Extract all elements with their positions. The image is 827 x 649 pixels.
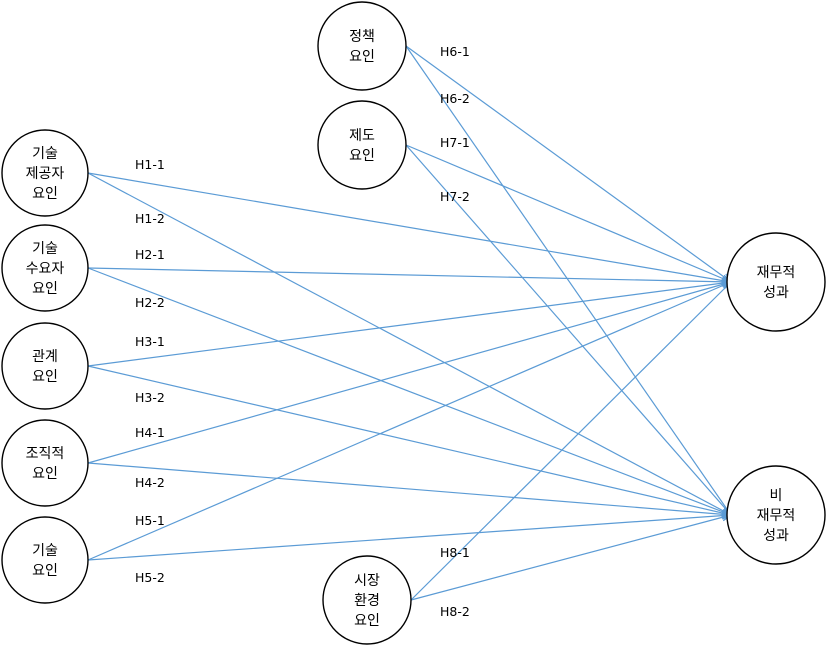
node-circle bbox=[1, 516, 89, 604]
edge-label-h4-1: H4-1 bbox=[135, 425, 165, 440]
node-circle bbox=[726, 465, 826, 565]
edge-label-h6-2: H6-2 bbox=[440, 91, 470, 106]
edge-label-h2-2: H2-2 bbox=[135, 295, 165, 310]
edges-layer bbox=[87, 45, 731, 601]
edge-h5-1 bbox=[87, 282, 731, 561]
node-label-line: 기술 bbox=[32, 241, 58, 257]
node-label-line: 제도 bbox=[349, 128, 375, 144]
edge-h8-1 bbox=[410, 282, 731, 601]
edge-label-h4-2: H4-2 bbox=[135, 475, 165, 490]
node-circle bbox=[1, 224, 89, 312]
node-label-line: 기술 bbox=[32, 146, 58, 162]
node-circle bbox=[726, 232, 826, 332]
edge-h1-2 bbox=[87, 172, 731, 515]
node-label-line: 시장 bbox=[354, 573, 380, 589]
node-label-line: 요인 bbox=[349, 49, 375, 65]
edge-h1-1 bbox=[87, 172, 731, 282]
edge-h4-1 bbox=[87, 282, 731, 464]
edge-label-h8-1: H8-1 bbox=[440, 545, 470, 560]
edge-label-h6-1: H6-1 bbox=[440, 44, 470, 59]
node-label-line: 요인 bbox=[32, 369, 58, 385]
edge-h4-2 bbox=[87, 462, 731, 515]
edge-h8-2 bbox=[410, 515, 731, 601]
node-circle bbox=[317, 1, 407, 91]
node-label-line: 재무적 bbox=[757, 265, 796, 281]
edge-h2-2 bbox=[87, 267, 731, 515]
node-label-line: 기술 bbox=[32, 543, 58, 559]
node-label-line: 제공자 bbox=[26, 166, 65, 182]
node-label-line: 조직적 bbox=[26, 446, 65, 462]
edge-label-h5-2: H5-2 bbox=[135, 570, 165, 585]
node-label-line: 비 bbox=[770, 488, 783, 504]
edge-h7-1 bbox=[405, 144, 731, 282]
node-circle bbox=[317, 100, 407, 190]
edge-h7-2 bbox=[405, 144, 731, 515]
node-label-line: 요인 bbox=[32, 466, 58, 482]
edge-label-h3-2: H3-2 bbox=[135, 390, 165, 405]
edge-label-h1-1: H1-1 bbox=[135, 157, 165, 172]
node-label-line: 수요자 bbox=[26, 261, 65, 277]
node-circle bbox=[322, 555, 412, 645]
edge-label-h8-2: H8-2 bbox=[440, 604, 470, 619]
edge-h6-2 bbox=[405, 45, 731, 515]
node-label-line: 재무적 bbox=[757, 508, 796, 524]
node-label-line: 성과 bbox=[763, 285, 789, 301]
edge-h2-1 bbox=[87, 267, 731, 282]
node-circle bbox=[1, 129, 89, 217]
node-label-line: 정책 bbox=[349, 29, 375, 45]
node-label-line: 성과 bbox=[763, 528, 789, 544]
edge-label-h2-1: H2-1 bbox=[135, 247, 165, 262]
node-label-line: 환경 bbox=[354, 593, 380, 609]
edge-label-h1-2: H1-2 bbox=[135, 211, 165, 226]
edge-h6-1 bbox=[405, 45, 731, 282]
edge-label-h7-1: H7-1 bbox=[440, 135, 470, 150]
node-circle bbox=[1, 419, 89, 507]
node-label-line: 요인 bbox=[354, 613, 380, 629]
edge-label-h3-1: H3-1 bbox=[135, 334, 165, 349]
node-label-line: 요인 bbox=[349, 148, 375, 164]
edge-label-h5-1: H5-1 bbox=[135, 513, 165, 528]
node-label-line: 관계 bbox=[32, 349, 58, 365]
node-label-line: 요인 bbox=[32, 186, 58, 202]
edge-h3-2 bbox=[87, 365, 731, 515]
edge-h5-2 bbox=[87, 515, 731, 561]
node-label-line: 요인 bbox=[32, 281, 58, 297]
edge-label-h7-2: H7-2 bbox=[440, 189, 470, 204]
edge-h3-1 bbox=[87, 282, 731, 367]
edge-labels-layer: H1-1H1-2H2-1H2-2H3-1H3-2H4-1H4-2H5-1H5-2… bbox=[135, 44, 470, 619]
node-circle bbox=[1, 322, 89, 410]
node-label-line: 요인 bbox=[32, 563, 58, 579]
